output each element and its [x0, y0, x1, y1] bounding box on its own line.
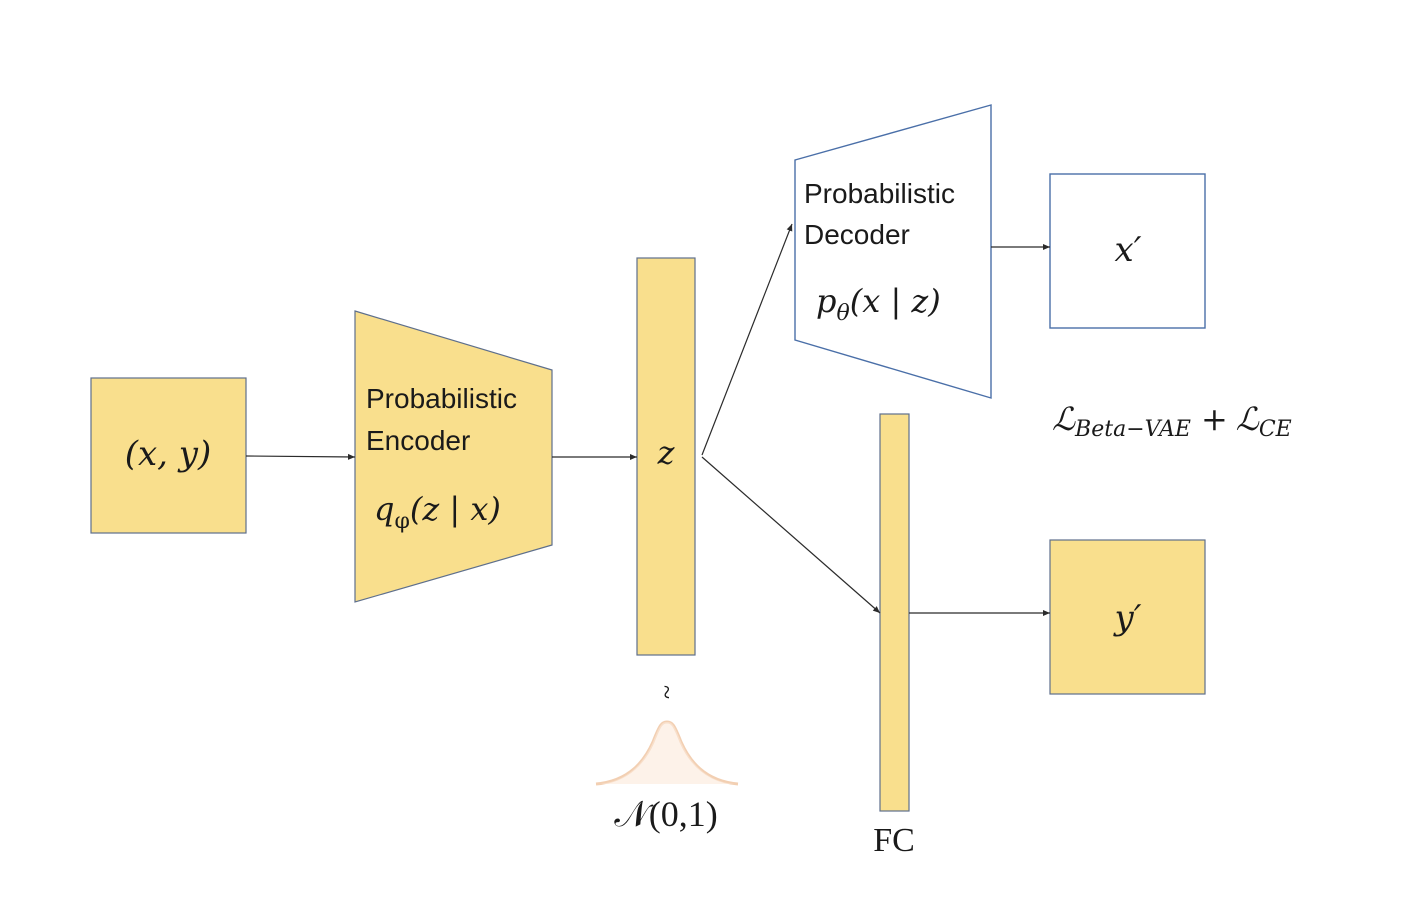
latent-bar — [636, 257, 696, 656]
decoder-formula-rest: (x | z) — [850, 282, 941, 320]
decoder-title-line2: Decoder — [804, 219, 910, 250]
loss-term1-sub: Beta−VAE — [1074, 417, 1191, 442]
encoder-title-line1: Probabilistic — [366, 383, 517, 414]
x-output-label: x′ — [1115, 230, 1142, 270]
fc-label: FC — [873, 822, 915, 859]
gaussian-fill-icon — [600, 722, 734, 784]
encoder-formula-sub: φ — [394, 509, 409, 534]
arrow-latent-to-decoder — [701, 223, 793, 456]
arrow-latent-to-fc — [701, 456, 881, 614]
decoder-formula-sub: θ — [836, 301, 849, 326]
input-box — [90, 377, 247, 534]
encoder-trapezoid — [354, 310, 553, 603]
encoder-formula-q: q — [374, 490, 394, 528]
encoder-formula-rest: (z | x) — [410, 490, 501, 528]
loss-expression: ℒBeta−VAE+ℒCE — [1052, 400, 1292, 442]
decoder-formula: pθ(x | z) — [816, 282, 941, 326]
y-output-label: y′ — [1113, 598, 1142, 638]
loss-plus: + — [1201, 400, 1228, 438]
arrow-input-to-encoder — [245, 453, 356, 460]
y-output-box — [1049, 539, 1206, 695]
encoder-formula: qφ(z | x) — [374, 490, 501, 534]
encoder-title-line2: Encoder — [366, 425, 470, 456]
prior-tilde: ~ — [652, 685, 681, 699]
loss-term1: ℒ — [1052, 400, 1076, 438]
loss-term2-sub: CE — [1259, 417, 1292, 442]
input-label: (x, y) — [125, 434, 212, 474]
decoder-title-line1: Probabilistic — [804, 178, 955, 209]
x-output-box — [1049, 173, 1206, 329]
latent-label: z — [657, 434, 676, 472]
loss-term2: ℒ — [1236, 400, 1260, 438]
decoder-formula-p: p — [816, 282, 836, 320]
fc-bar — [879, 413, 910, 812]
prior-label: 𝒩(0,1) — [614, 794, 717, 834]
decoder-trapezoid — [794, 104, 992, 399]
